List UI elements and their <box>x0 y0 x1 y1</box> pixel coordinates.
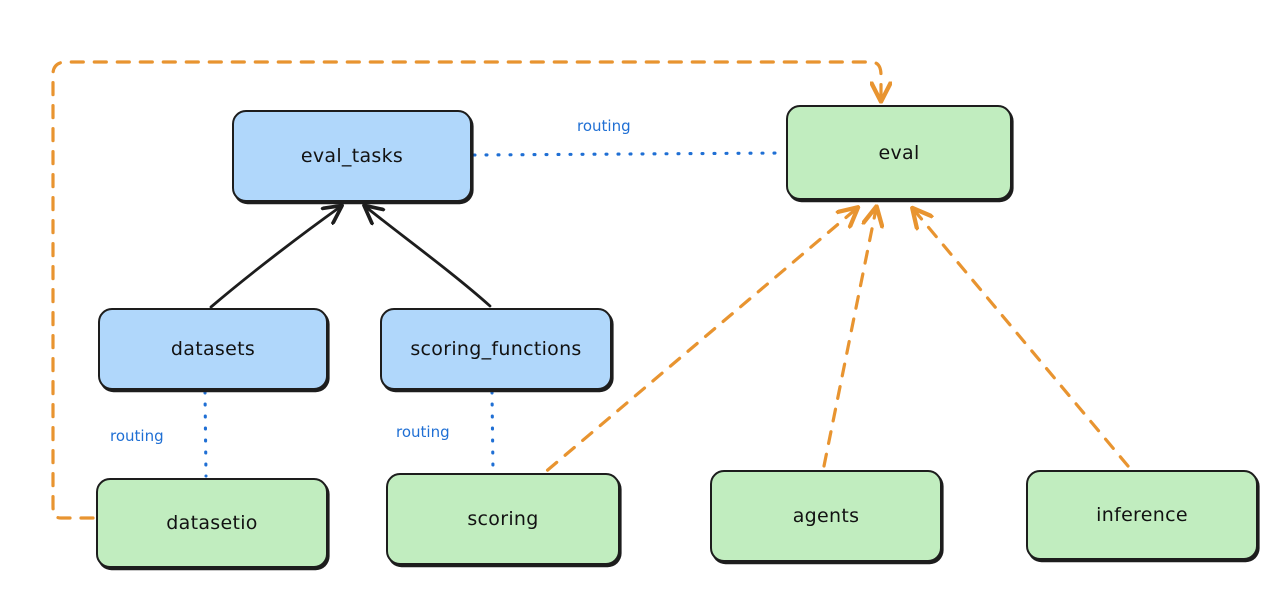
node-label-agents: agents <box>792 505 860 527</box>
node-label-eval: eval <box>878 141 920 164</box>
edge-label-routing-eval-tasks-eval: routing <box>577 117 631 135</box>
node-agents[interactable]: agents <box>710 470 942 562</box>
node-eval[interactable]: eval <box>786 105 1012 200</box>
edge-datasets-to-datasetio-routing <box>203 390 208 478</box>
node-scoring[interactable]: scoring <box>386 473 620 565</box>
node-label-inference: inference <box>1096 504 1188 526</box>
edge-scoring-functions-to-eval-tasks <box>366 207 492 308</box>
node-label-scoring-functions: scoring_functions <box>410 338 582 360</box>
edge-agents-to-eval <box>822 209 876 468</box>
node-label-datasetio: datasetio <box>166 512 258 534</box>
node-datasets[interactable]: datasets <box>98 308 328 390</box>
node-datasetio[interactable]: datasetio <box>96 478 328 568</box>
edge-datasets-to-eval-tasks <box>209 207 340 309</box>
node-eval-tasks[interactable]: eval_tasks <box>232 110 472 202</box>
edge-label-routing-datasets-datasetio: routing <box>110 427 164 445</box>
node-label-datasets: datasets <box>170 338 256 360</box>
edge-eval-tasks-to-eval-routing <box>472 151 785 157</box>
node-scoring-functions[interactable]: scoring_functions <box>380 308 612 390</box>
edge-inference-to-eval <box>914 210 1130 468</box>
node-label-scoring: scoring <box>467 508 539 530</box>
node-inference[interactable]: inference <box>1026 470 1258 560</box>
edge-label-routing-scoring-functions-scoring: routing <box>396 423 450 441</box>
node-label-eval-tasks: eval_tasks <box>300 145 404 167</box>
edge-scoring-functions-to-scoring-routing <box>490 390 495 473</box>
